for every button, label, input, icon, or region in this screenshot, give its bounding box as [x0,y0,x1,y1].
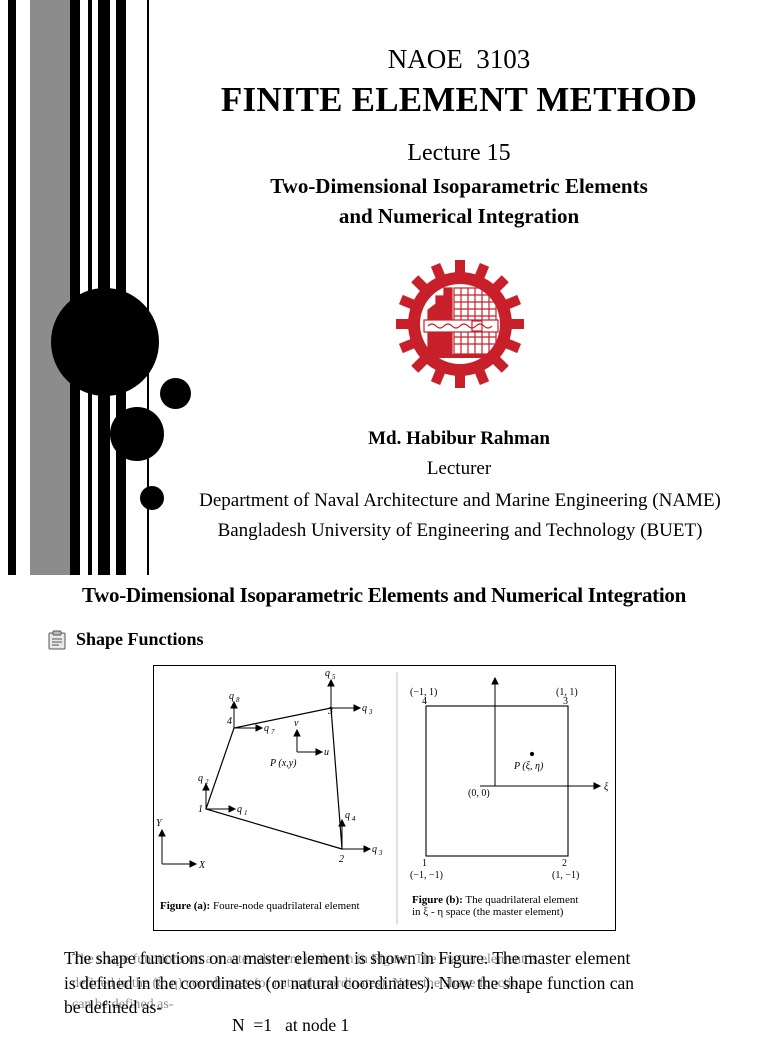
svg-text:3: 3 [378,849,383,857]
svg-text:X: X [198,860,206,871]
svg-text:1: 1 [422,858,427,869]
decor-circle-large [51,288,159,396]
paragraph-line2: is defined in the coordinates (or natura… [64,973,635,993]
svg-text:q: q [345,810,350,821]
svg-text:q: q [264,723,269,734]
svg-text:(0, 0): (0, 0) [468,788,490,799]
decor-bar-black-4 [98,0,110,575]
title-slide: NAOE 3103 FINITE ELEMENT METHOD Lecture … [8,0,721,575]
decor-circle-tiny [140,486,164,510]
svg-text:(1, 1): (1, 1) [556,687,578,698]
svg-text:2: 2 [339,854,344,865]
svg-text:u: u [324,747,329,758]
decor-bar-black-6 [147,0,149,575]
svg-text:3: 3 [327,706,333,717]
buet-logo [396,260,524,388]
equation-partial: N =1 at node 1 [232,1015,350,1035]
svg-text:q: q [325,668,330,679]
svg-text:Y: Y [156,818,163,829]
decor-circle-small [160,378,191,409]
ghost-text-line1: The shape functions on a master element … [72,952,538,967]
caption-figure-b: Figure (b): The quadrilateral element in… [412,894,579,918]
svg-text:P (x,y): P (x,y) [269,758,297,769]
decor-bar-black-1 [8,0,16,575]
svg-text:8: 8 [236,696,240,704]
slide-title: Two-Dimensional Isoparametric Elements a… [82,583,686,607]
decor-bar-black-5 [116,0,126,575]
svg-text:1: 1 [198,804,203,815]
svg-text:5: 5 [332,673,336,681]
svg-text:2: 2 [562,858,567,869]
course-code: NAOE 3103 [387,44,531,74]
svg-text:ξ: ξ [604,782,609,793]
ghost-text-line3: can be defined as- [72,997,174,1012]
svg-text:4: 4 [352,815,356,823]
svg-text:q: q [198,773,203,784]
svg-text:v: v [294,718,299,729]
svg-text:7: 7 [271,728,275,736]
paragraph-line3: be defined as- [64,997,163,1017]
course-title: FINITE ELEMENT METHOD [220,80,698,119]
decor-circle-medium [110,407,164,461]
ghost-text-line2: defined in the (ξ, η) coordinates (or na… [72,976,526,991]
section-heading: Shape Functions [48,629,204,650]
decor-bar-black-2 [70,0,80,575]
svg-text:(−1, 1): (−1, 1) [410,687,437,698]
svg-text:(1, −1): (1, −1) [552,870,579,881]
svg-text:P (ξ, η): P (ξ, η) [513,761,544,772]
caption-figure-a: Figure (a): Foure-node quadrilateral ele… [160,900,360,912]
svg-text:1: 1 [244,809,248,817]
department: Department of Naval Architecture and Mar… [199,490,721,511]
svg-text:3: 3 [368,708,373,716]
decor-bar-gray [30,0,70,575]
lecture-subtitle-line1: Two-Dimensional Isoparametric Elements [270,174,648,198]
clipboard-bullet-icon [48,630,66,649]
paragraph-line1: The shape functions on a master element … [64,948,631,968]
svg-text:4: 4 [227,716,232,727]
lecture-number: Lecture 15 [407,140,511,166]
svg-text:(−1, −1): (−1, −1) [410,870,443,881]
svg-text:q: q [362,703,367,714]
svg-text:q: q [237,804,242,815]
author-role: Lecturer [426,458,492,479]
content-slide: Two-Dimensional Isoparametric Elements a… [0,575,768,1035]
svg-text:q: q [229,691,234,702]
svg-text:3: 3 [563,696,568,707]
svg-text:2: 2 [205,778,209,786]
university: Bangladesh University of Engineering and… [217,520,703,541]
author-name: Md. Habibur Rahman [368,428,550,449]
section-label: Shape Functions [76,629,204,649]
svg-text:4: 4 [422,696,427,707]
decor-bar-black-3 [88,0,92,575]
lecture-subtitle-line2: and Numerical Integration [338,204,580,228]
svg-text:q: q [372,844,377,855]
